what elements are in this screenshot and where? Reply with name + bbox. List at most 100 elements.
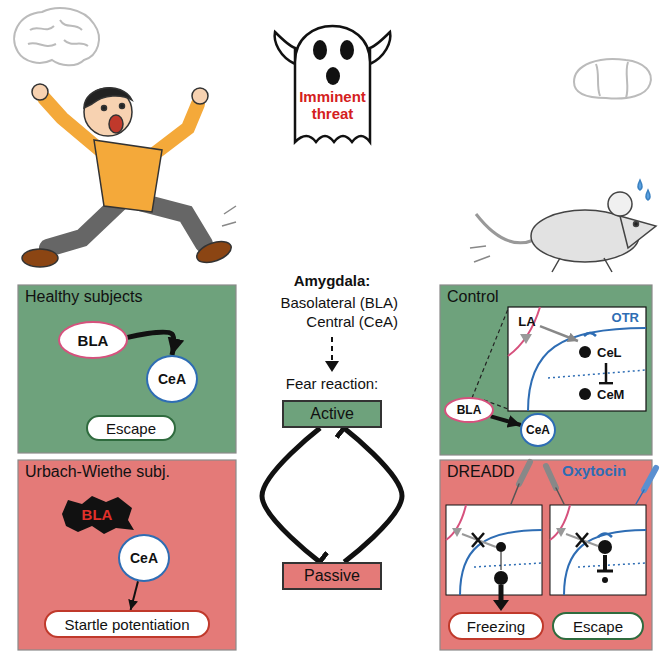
node-text: CeL (597, 345, 622, 360)
scared-rat (608, 192, 632, 216)
dreadd-panel: DREADDFreezingEscape (440, 460, 652, 650)
label-text: Oxytocin (562, 462, 626, 479)
bla-region: BLA (58, 321, 128, 359)
panel-background (18, 285, 652, 650)
dreadd-inset-left (499, 585, 504, 601)
connector (605, 363, 608, 383)
dreadd-inset-left (452, 528, 462, 537)
threat-ghost: Imminent threat (265, 2, 400, 147)
la-label: LA (514, 311, 540, 331)
oxytocin-inset-right (564, 530, 646, 595)
syringes (511, 462, 656, 504)
amygdala-arrow (331, 337, 333, 362)
node-text: Freezing (467, 618, 525, 635)
control-inset-circuit (508, 307, 540, 356)
dreadd-inset-left (474, 563, 542, 567)
oxytocin-inset-right (578, 563, 646, 567)
node-heading: Urbach-Wiethe subj. (25, 463, 229, 481)
control-inset-circuit (548, 370, 646, 378)
label-text: Amygdala: (294, 272, 371, 289)
connector (344, 428, 402, 562)
running-man (22, 249, 58, 267)
control-inset-circuit (584, 333, 596, 336)
dreadd-inset-left (494, 571, 508, 585)
oxytocin-inset-right (550, 505, 646, 595)
running-man (222, 206, 236, 226)
running-man (154, 104, 198, 154)
syringes (546, 466, 556, 488)
ghost-face (340, 40, 354, 60)
cea-region: CeA (146, 355, 198, 403)
oxytocin-inset-right (566, 534, 598, 546)
dreadd-inset-left (462, 534, 496, 547)
node-heading: Imminent threat (291, 88, 375, 123)
ghost-face (313, 40, 327, 60)
amygdala-arrow (325, 337, 339, 372)
dreadd-inset-left (501, 552, 502, 570)
node-text: CeM (597, 387, 624, 402)
node-text: Active (310, 405, 354, 423)
syringes (556, 488, 564, 504)
dreadd-inset-left (493, 600, 509, 611)
running-man (120, 104, 125, 109)
running-man (109, 115, 123, 133)
neuron-dot (579, 388, 591, 400)
node-text: LA (518, 314, 535, 329)
region-label: Central (CeA) (200, 313, 398, 330)
control-inset-circuit (520, 334, 532, 344)
lesion-shape (62, 496, 134, 534)
ghost-face (326, 67, 340, 85)
node-text: CeA (526, 423, 550, 437)
node-text: BLA (82, 506, 113, 523)
syringes (636, 490, 644, 504)
node-text: BLA (457, 403, 482, 417)
cem-neuron: CeM (575, 383, 637, 405)
dreadd-inset-left (472, 533, 484, 547)
neuron-dot (579, 346, 591, 358)
scared-rat (552, 258, 612, 272)
outcome-box: Escape (552, 612, 644, 640)
cel-neuron: CeL (575, 341, 637, 363)
node-text: Escape (573, 618, 623, 635)
panel-background (18, 460, 236, 650)
control-zoom-lines (472, 309, 508, 398)
rat-brain (574, 59, 651, 99)
syringes (511, 484, 519, 504)
syringes (644, 468, 656, 490)
label-text: Central (CeA) (306, 313, 398, 330)
human-brain (14, 8, 99, 65)
node-text: BLA (78, 332, 109, 349)
panel-background (18, 285, 236, 453)
scared-rat (638, 180, 650, 200)
label-text: Fear reaction: (286, 375, 379, 392)
oxytocin-inset-right (556, 528, 566, 537)
healthy-panel: Healthy subjectsBLACeAEscape (18, 285, 236, 453)
scared-rat (470, 246, 490, 262)
connector (128, 332, 174, 355)
dreadd-inset-left (446, 505, 542, 595)
ghost-outline (265, 2, 400, 147)
node-text: CeA (158, 371, 186, 387)
panel-background (440, 285, 652, 455)
running-man (192, 88, 208, 104)
rat-brain (574, 59, 651, 99)
running-man (84, 88, 132, 136)
oxytocin-inset-right (597, 570, 613, 573)
outcome-box: Escape (86, 415, 176, 441)
scared-rat (620, 216, 656, 248)
running-man (22, 84, 236, 267)
fear-reaction-box: Active (282, 400, 382, 428)
node-text: Startle potentiation (64, 616, 189, 633)
fear-reaction-box: Passive (282, 562, 382, 590)
label-text: Basolateral (BLA) (280, 294, 398, 311)
amygdala-arrow (325, 361, 339, 372)
running-man (32, 84, 48, 100)
node-text: Escape (106, 420, 156, 437)
node-heading: Control (447, 288, 645, 306)
panel-background (440, 460, 652, 650)
heading-label: Amygdala: (232, 272, 432, 289)
cea-region: CeA (520, 413, 556, 447)
connector (131, 581, 138, 610)
running-man (94, 140, 162, 212)
oxytocin-inset-right (550, 505, 646, 595)
